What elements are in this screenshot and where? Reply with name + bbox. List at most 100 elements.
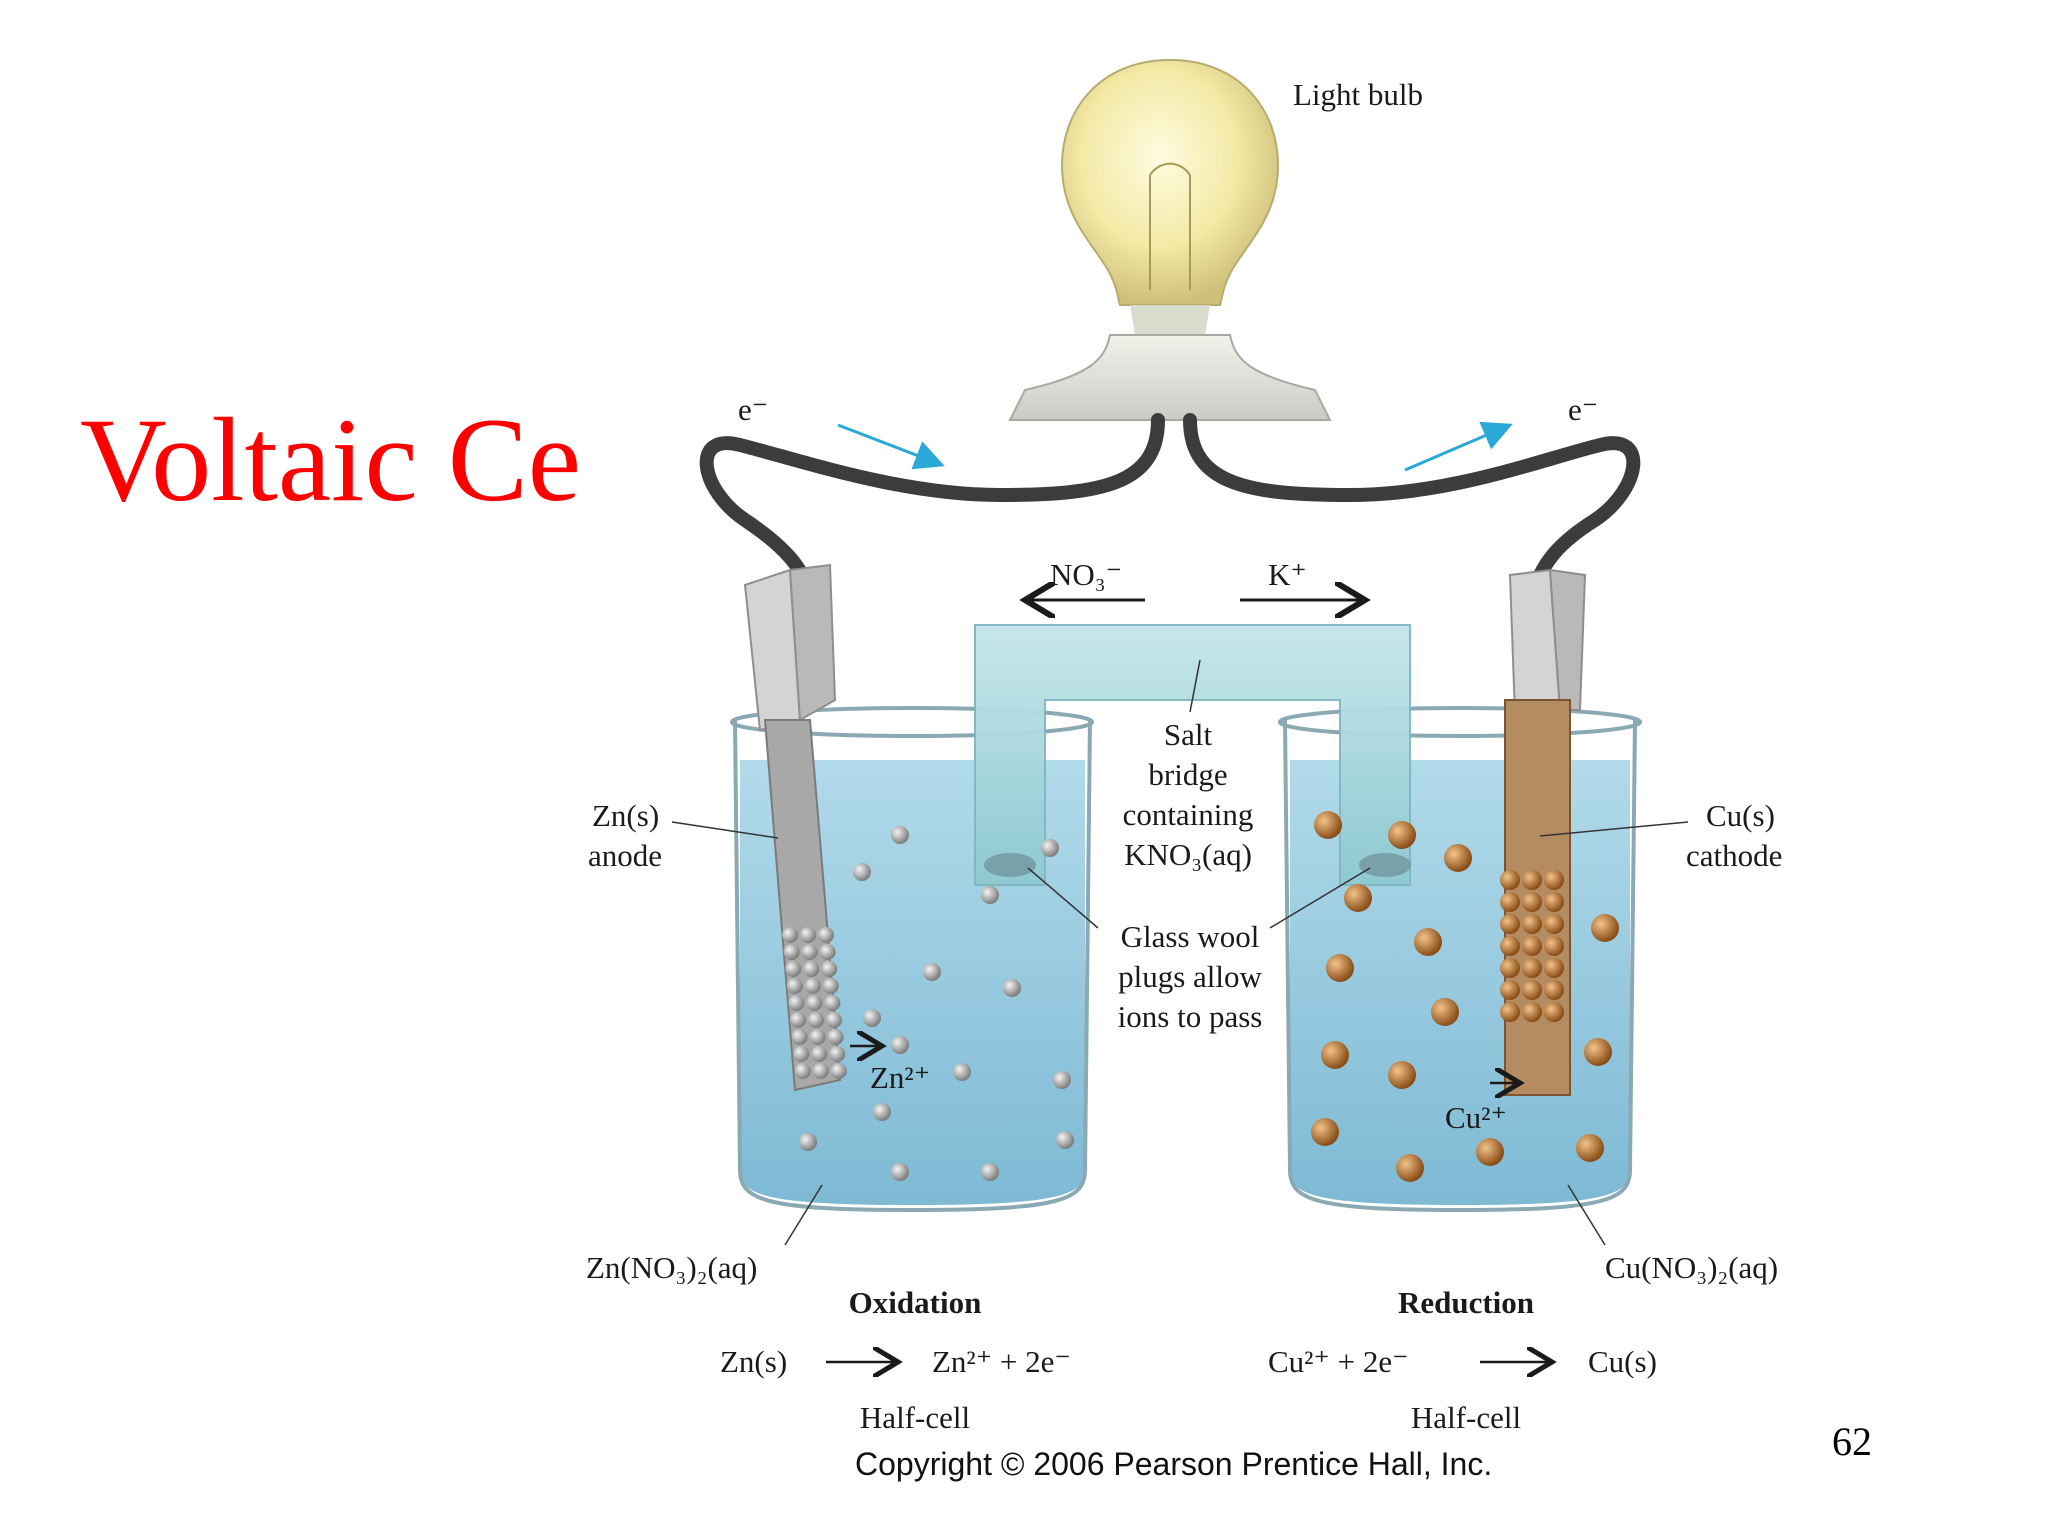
copper-atom <box>1522 914 1542 934</box>
zinc-atom <box>794 1063 811 1079</box>
glass-wool-label-line-2: plugs allow <box>1118 959 1262 994</box>
zinc-electrode <box>763 719 842 1092</box>
zinc-atom <box>809 1029 826 1045</box>
salt-bridge-label-line-3: containing <box>1123 797 1254 832</box>
zinc-atom <box>801 944 818 960</box>
light-bulb-icon <box>1008 58 1332 421</box>
zinc-ion <box>853 863 871 881</box>
zinc-atom <box>827 1029 844 1045</box>
zinc-atom <box>804 978 821 994</box>
cu-ion-label: Cu²⁺ <box>1445 1100 1507 1135</box>
right-wire <box>1183 413 1641 582</box>
copper-ion <box>1388 1061 1416 1089</box>
cathode-leader <box>1539 821 1689 837</box>
zinc-atom <box>811 1046 828 1062</box>
copper-atom <box>1544 936 1564 956</box>
copper-atom <box>1522 980 1542 1000</box>
slide-title: Voltaic Ce <box>80 393 580 526</box>
zinc-atom <box>788 995 805 1011</box>
zinc-atom <box>826 1012 842 1028</box>
copper-atom <box>1500 1002 1520 1022</box>
zinc-atom <box>830 1063 847 1079</box>
zinc-atom <box>824 995 841 1011</box>
electron-flow-arrow-right <box>1404 421 1513 472</box>
copper-ion <box>1314 811 1342 839</box>
zinc-atom <box>783 944 800 960</box>
anode-label-line-1: Zn(s) <box>592 798 659 833</box>
copyright-notice: Copyright © 2006 Pearson Prentice Hall, … <box>855 1446 1493 1482</box>
copper-atom <box>1522 958 1542 978</box>
right-solution-leader <box>1567 1184 1606 1246</box>
oxidation-heading: Oxidation <box>849 1285 982 1320</box>
copper-ion <box>1321 1041 1349 1069</box>
zinc-atom <box>821 961 838 977</box>
copper-atom <box>1500 936 1520 956</box>
oxidation-reactant: Zn(s) <box>720 1344 787 1379</box>
zinc-atom <box>806 995 823 1011</box>
copper-atom <box>1500 980 1520 1000</box>
zinc-ion <box>873 1103 891 1121</box>
page-number: 62 <box>1832 1419 1872 1464</box>
alligator-clip-icon <box>1508 568 1587 717</box>
copper-atom <box>1544 1002 1564 1022</box>
copper-ion <box>1591 914 1619 942</box>
oxidation-products: Zn²⁺ + 2e⁻ <box>932 1344 1071 1379</box>
copper-atom <box>1544 892 1564 912</box>
copper-atom <box>1544 870 1564 890</box>
glass-wool-label-line-1: Glass wool <box>1121 919 1260 954</box>
copper-ion <box>1444 844 1472 872</box>
salt-bridge <box>974 624 1411 886</box>
zinc-atom <box>808 1012 824 1028</box>
anode-label-line-2: anode <box>588 838 662 873</box>
zinc-ion <box>923 963 941 981</box>
zinc-atom <box>785 961 802 977</box>
reduction-half-cell-caption: Half-cell <box>1411 1400 1521 1435</box>
copper-ion <box>1576 1134 1604 1162</box>
zinc-ion <box>981 886 999 904</box>
copper-atom <box>1500 892 1520 912</box>
copper-atom <box>1500 914 1520 934</box>
reduction-heading: Reduction <box>1398 1285 1534 1320</box>
cation-label: K⁺ <box>1268 557 1307 592</box>
zinc-atom <box>793 1046 810 1062</box>
zinc-ion <box>799 1133 817 1151</box>
copper-atom <box>1522 936 1542 956</box>
zinc-atom <box>812 1063 829 1079</box>
copper-ion <box>1388 821 1416 849</box>
cathode-label-line-1: Cu(s) <box>1706 798 1775 833</box>
zinc-atom <box>818 927 834 943</box>
oxidation-half-cell-caption: Half-cell <box>860 1400 970 1435</box>
anion-label: NO₃⁻ <box>1050 557 1122 592</box>
zinc-ion <box>1003 979 1021 997</box>
left-solution-label: Zn(NO₃)₂(aq) <box>586 1250 757 1285</box>
zinc-ion <box>891 826 909 844</box>
copper-atom <box>1522 892 1542 912</box>
left-wire <box>699 413 1165 587</box>
zinc-ion <box>1041 839 1059 857</box>
zinc-atom <box>803 961 820 977</box>
zn-ion-label: Zn²⁺ <box>870 1060 930 1095</box>
right-solution-label: Cu(NO₃)₂(aq) <box>1605 1250 1778 1285</box>
reduction-product: Cu(s) <box>1588 1344 1657 1379</box>
copper-atom <box>1500 958 1520 978</box>
copper-atom <box>1544 958 1564 978</box>
zinc-atom <box>822 978 839 994</box>
zinc-ion <box>1056 1131 1074 1149</box>
copper-ion <box>1344 884 1372 912</box>
zinc-atom <box>786 978 803 994</box>
zinc-ion <box>891 1163 909 1181</box>
glass-wool-label-line-3: ions to pass <box>1118 999 1263 1034</box>
copper-ion <box>1396 1154 1424 1182</box>
zinc-ion <box>1053 1071 1071 1089</box>
copper-ion <box>1311 1118 1339 1146</box>
zinc-ion <box>953 1063 971 1081</box>
zinc-atom <box>819 944 836 960</box>
copper-atom <box>1522 1002 1542 1022</box>
zinc-ion <box>981 1163 999 1181</box>
zinc-ion <box>891 1036 909 1054</box>
salt-bridge-leader <box>1189 659 1201 713</box>
left-solution-leader <box>784 1184 823 1246</box>
left-wire <box>704 420 1160 529</box>
anode-leader <box>671 821 779 839</box>
